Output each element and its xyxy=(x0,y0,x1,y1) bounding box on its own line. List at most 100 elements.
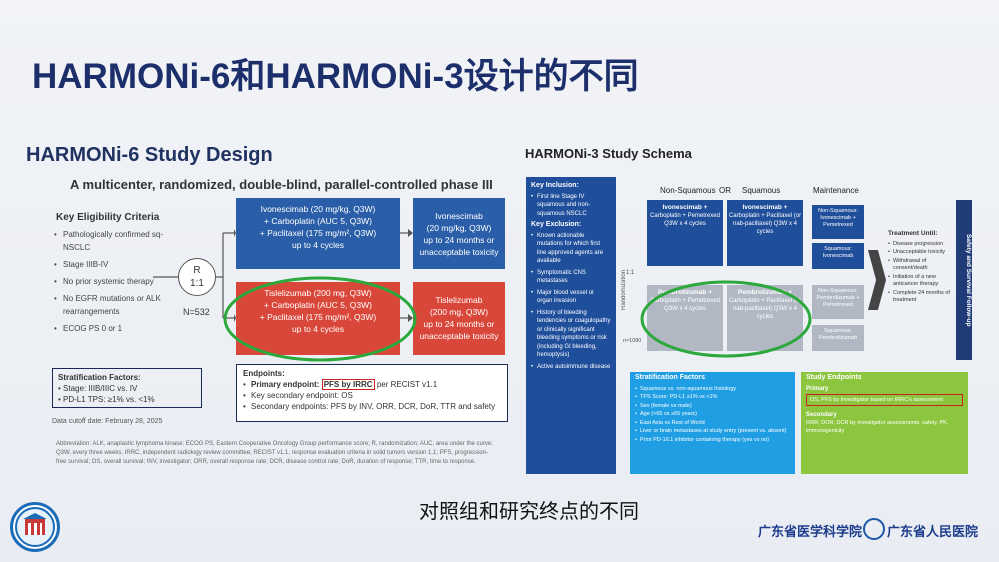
treatment-until-item: Initiation of a new anticancer therapy xyxy=(888,274,950,289)
hospital-name: 广东省人民医院 xyxy=(887,524,979,539)
arm-line: up to 4 cycles xyxy=(292,240,344,250)
harmoni3-randomization-label: Randomization xyxy=(621,269,627,310)
inclusion-list: First line Stage IV squamous and non-squ… xyxy=(531,193,611,219)
arm-line: Ivonescimab xyxy=(435,211,483,221)
stratification-heading: Stratification Factors: xyxy=(58,373,141,382)
exclusion-item: Major blood vessel or organ invasion xyxy=(531,289,611,306)
h3-stratification-item: Age (<65 vs ≥65 years) xyxy=(635,410,790,419)
harmoni3-ratio: 1:1 xyxy=(626,270,635,276)
h3-stratification-item: Liver or brain metastases at study entry… xyxy=(635,427,790,436)
arm-line: up to 4 cycles xyxy=(292,324,344,334)
arm-line: unacceptable toxicity xyxy=(419,331,499,341)
h3-stratification-item: East Asia vs Rest of World xyxy=(635,419,790,428)
column-squamous: Squamous xyxy=(742,186,781,195)
arm-line: + Paclitaxel (175 mg/m², Q3W) xyxy=(259,228,377,238)
h3-maintenance-box: Non-Squamous: Pembrolizumab + Pemetrexed xyxy=(812,285,864,319)
arm-line: (20 mg/kg, Q3W) xyxy=(426,223,492,233)
stratification-box: Stratification Factors: • Stage: IIIB/II… xyxy=(52,368,202,408)
endpoints-box: Endpoints: Primary endpoint: PFS by IRRC… xyxy=(236,364,508,422)
h3-maintenance-box: Non-Squamous: Ivonescimab + Pemetrexed xyxy=(812,205,864,239)
arm-line: Tislelizumab (200 mg, Q3W) xyxy=(264,288,372,298)
h3-secondary-endpoints: ORR, DOR, DCR by investigator assessment… xyxy=(806,420,949,434)
chevron-right-icon xyxy=(868,250,886,310)
h3-maintenance-box: Squamous: Ivonescimab xyxy=(812,243,864,269)
hospital-seal-icon xyxy=(863,518,885,540)
column-or: OR xyxy=(719,186,731,195)
arm-line: + Carboplatin (AUC 5, Q3W) xyxy=(264,300,372,310)
eligibility-item: ECOG PS 0 or 1 xyxy=(54,322,184,335)
exclusion-item: Symptomatic CNS metastases xyxy=(531,269,611,286)
tislelizumab-maintenance-arm: Tislelizumab (200 mg, Q3W) up to 24 mont… xyxy=(413,282,505,355)
endpoints-heading: Endpoints: xyxy=(243,369,285,378)
stratification-item: • PD-L1 TPS: ≥1% vs. <1% xyxy=(58,395,155,404)
h3-maintenance-box: Squamous: Pembrolizumab xyxy=(812,325,864,351)
h3-control-arm-highlight-ellipse xyxy=(640,280,812,358)
tislelizumab-induction-arm: Tislelizumab (200 mg, Q3W) + Carboplatin… xyxy=(236,282,400,355)
eligibility-item: No prior systemic therapy xyxy=(54,275,184,288)
ivonescimab-induction-arm: Ivonescimab (20 mg/kg, Q3W) + Carboplati… xyxy=(236,198,400,269)
randomization-r: R xyxy=(193,265,201,276)
h3-ivonescimab-nonsquamous: Ivonescimab +Carboplatin + Pemetrexed Q3… xyxy=(647,200,723,266)
treatment-until-item: Unacceptable toxicity xyxy=(888,249,950,257)
h3-primary-endpoint-highlight: OS, PFS by Investigator based on IRRC's … xyxy=(806,394,963,406)
h3-ivonescimab-squamous: Ivonescimab +Carboplatin + Paclitaxel (o… xyxy=(727,200,803,266)
sample-size-label: N=532 xyxy=(183,307,210,317)
arm-line: + Paclitaxel (175 mg/m², Q3W) xyxy=(259,312,377,322)
academy-name: 广东省医学科学院 xyxy=(758,524,863,539)
h3-stratification-list: Squamous vs. non-squamous histology TPS … xyxy=(635,385,790,445)
exclusion-item: Known actionable mutations for which fir… xyxy=(531,232,611,266)
treatment-until-item: Withdrawal of consent/death xyxy=(888,258,950,273)
arm-line: + Carboplatin (AUC 5, Q3W) xyxy=(264,216,372,226)
h3-survival-followup-bar: Safety and Survival Follow-up xyxy=(956,200,972,360)
randomization-circle: R 1:1 xyxy=(178,258,216,296)
harmoni3-sample-size: n≈1080 xyxy=(623,338,642,344)
h3-primary-label: Primary xyxy=(806,386,829,392)
exclusion-heading: Key Exclusion: xyxy=(531,221,582,228)
primary-endpoint: Primary endpoint: PFS by IRRC per RECIST… xyxy=(243,379,501,390)
exclusion-item: History of bleeding tendencies or coagul… xyxy=(531,309,611,360)
harmoni6-title: HARMONi-6 Study Design xyxy=(26,144,273,166)
treatment-until-heading: Treatment Until: xyxy=(888,230,938,237)
slide-title: HARMONi-6和HARMONi-3设计的不同 xyxy=(32,57,639,96)
column-non-squamous: Non-Squamous xyxy=(660,186,716,195)
harmoni6-subtitle: A multicenter, randomized, double-blind,… xyxy=(70,177,493,192)
h3-stratification-item: TPS Score: PD-L1 ≥1% vs <1% xyxy=(635,393,790,402)
harmoni3-inclusion-panel: Key Inclusion: First line Stage IV squam… xyxy=(526,177,616,474)
eligibility-item: No EGFR mutations or ALK rearrangements xyxy=(54,292,184,318)
harmoni6-panel: HARMONi-6 Study Design A multicenter, ra… xyxy=(18,128,508,488)
eligibility-list: Pathologically confirmed sq-NSCLC Stage … xyxy=(54,228,184,339)
treatment-until-list: Disease progression Unacceptable toxicit… xyxy=(888,241,950,305)
exclusion-list: Known actionable mutations for which fir… xyxy=(531,232,611,372)
data-cutoff-date: Data cutoff date: February 28, 2025 xyxy=(52,418,163,425)
treatment-until-item: Complete 24 months of treatment xyxy=(888,290,950,305)
stratification-item: • Stage: IIIB/IIIC vs. IV xyxy=(58,384,138,393)
slide-caption: 对照组和研究终点的不同 xyxy=(419,499,639,523)
h3-endpoints-box: Study Endpoints Primary OS, PFS by Inves… xyxy=(801,372,968,474)
h3-stratification-heading: Stratification Factors xyxy=(635,374,706,381)
exclusion-item: Active autoimmune disease xyxy=(531,363,611,372)
key-secondary-endpoint: Key secondary endpoint: OS xyxy=(243,390,501,401)
arm-line: unacceptable toxicity xyxy=(419,247,499,257)
arm-line: up to 24 months or xyxy=(423,235,495,245)
h3-endpoints-heading: Study Endpoints xyxy=(806,374,862,381)
arm-line: Tislelizumab xyxy=(435,295,483,305)
eligibility-heading: Key Eligibility Criteria xyxy=(56,212,160,223)
hospital-logo xyxy=(10,502,60,552)
primary-endpoint-highlight: PFS by IRRC xyxy=(321,379,375,390)
arm-line: (200 mg, Q3W) xyxy=(429,307,489,317)
h3-stratification-item: Sex (female vs male) xyxy=(635,402,790,411)
randomization-ratio: 1:1 xyxy=(190,278,204,289)
harmoni3-title: HARMONi-3 Study Schema xyxy=(525,146,692,161)
h3-stratification-item: Prior PD-1/L1 inhibitor containing thera… xyxy=(635,436,790,445)
eligibility-item: Stage IIIB-IV xyxy=(54,258,184,271)
eligibility-item: Pathologically confirmed sq-NSCLC xyxy=(54,228,184,254)
inclusion-heading: Key Inclusion: xyxy=(531,182,579,189)
hospital-logo-icon xyxy=(15,507,55,547)
h3-secondary-label: Secondary xyxy=(806,412,837,418)
inclusion-item: First line Stage IV squamous and non-squ… xyxy=(531,193,611,219)
h3-stratification-item: Squamous vs. non-squamous histology xyxy=(635,385,790,394)
arm-line: Ivonescimab (20 mg/kg, Q3W) xyxy=(260,204,376,214)
h3-stratification-box: Stratification Factors Squamous vs. non-… xyxy=(630,372,795,474)
h3-treatment-until: Treatment Until: Disease progression Una… xyxy=(888,230,950,306)
ivonescimab-maintenance-arm: Ivonescimab (20 mg/kg, Q3W) up to 24 mon… xyxy=(413,198,505,269)
